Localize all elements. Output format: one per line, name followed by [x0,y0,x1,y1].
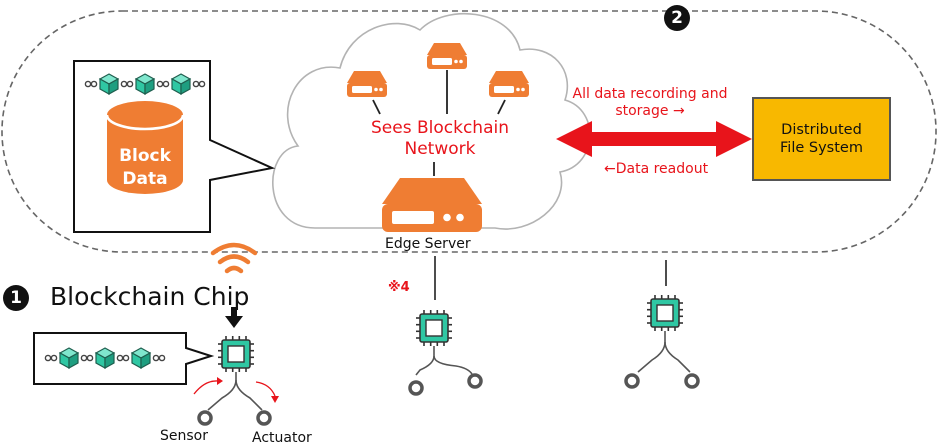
step-badge-1: 1 [3,285,29,311]
block-data-label-line1: Block [119,146,172,166]
cloud-network-title: Sees Blockchain Network [371,118,509,159]
motion-arrow-left [193,377,223,395]
chain-block-icon [84,73,206,95]
step-badge-2: 2 [664,5,690,31]
server-icon [347,71,387,97]
blockchain-chip-title: Blockchain Chip [50,282,250,311]
sensor-label: Sensor [160,428,208,444]
cloud-shape [272,12,591,230]
data-flow-arrow [556,121,752,157]
actuator-icon [467,373,483,389]
server-link-right [497,99,506,115]
chip-wires-center [415,346,473,376]
motion-arrow-right [255,381,279,403]
actuator-icon [684,373,700,389]
chip-wires-left [207,372,263,411]
chain-block-icon [44,347,166,369]
edge-server-icon [382,178,482,232]
down-arrow [225,307,243,328]
block-data-label-line2: Data [122,169,167,189]
chip-icon [415,309,453,347]
sensor-icon [408,380,424,396]
dfs-label-line1: Distributed [781,122,862,138]
chip-icon [217,335,255,373]
chip-icon [646,294,684,332]
actuator-label: Actuator [252,430,312,446]
server-link-left [372,99,381,115]
wifi-icon [210,242,258,274]
sensor-icon [624,373,640,389]
note-marker: ※4 [388,280,410,295]
server-icon [427,43,467,69]
sensor-icon [197,410,213,426]
readout-label: ←Data readout [604,161,709,177]
server-icon [489,71,529,97]
recording-label: All data recording and storage → [572,86,728,119]
dfs-label-line2: File System [780,140,863,156]
network-boundary [1,10,937,253]
actuator-icon [256,410,272,426]
database-icon [105,101,185,194]
distributed-file-system-box: Distributed File System [752,97,891,181]
chip-wires-right [637,331,691,373]
edge-server-label: Edge Server [385,236,471,252]
